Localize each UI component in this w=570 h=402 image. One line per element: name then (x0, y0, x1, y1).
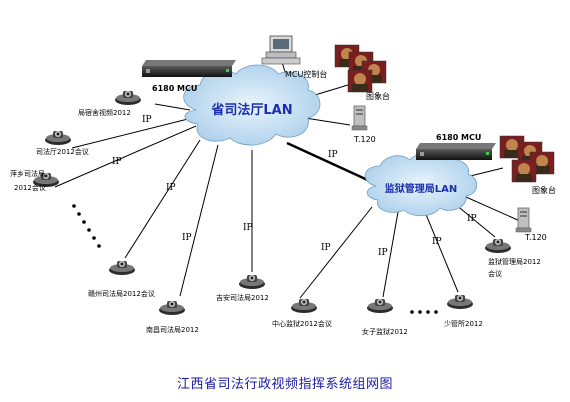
diagram-title: 江西省司法行政视频指挥系统组网图 (176, 377, 393, 392)
endpoint-10: 监狱管理局2012 会议 (485, 239, 541, 278)
cloud-provincial-label: 省司法厅LAN (210, 102, 292, 118)
ip-label-ep5: IP (182, 233, 192, 243)
image-station-prison-label: 图象台 (532, 185, 556, 195)
endpoint-7-label: 中心监狱2012会议 (272, 319, 332, 328)
image-station-main-label: 图象台 (366, 91, 390, 101)
endpoint-8-label: 女子监狱2012 (362, 327, 408, 336)
endpoint-9-label: 少管所2012 (444, 319, 483, 328)
ip-label-ep2: IP (112, 157, 122, 167)
link-t120-main (304, 117, 351, 126)
link-ep9 (424, 211, 459, 293)
mcu-main-label: 6180 MCU (152, 84, 197, 93)
endpoint-5-label: 南昌司法局2012 (146, 325, 199, 334)
endpoint-2: 司法厅2012会议 (36, 131, 89, 156)
cloud-prison-label: 监狱管理局LAN (385, 182, 457, 195)
ip-label-ep6: IP (243, 223, 253, 233)
ip-labels: IP IP IP IP IP IP IP IP IP IP (112, 115, 477, 258)
endpoint-5: 南昌司法局2012 (146, 301, 199, 334)
link-ep7 (299, 206, 373, 299)
ip-label-ep10: IP (467, 214, 477, 224)
endpoint-3-label-line1: 萍乡司法局 (10, 169, 45, 178)
t120-server-main (351, 105, 368, 131)
link-ep3 (54, 125, 197, 188)
cloud-provincial-lan: 省司法厅LAN (183, 64, 321, 146)
ellipsis-dots-right (410, 310, 438, 314)
t120-main-label: T.120 (353, 135, 376, 144)
control-station-icon (261, 35, 301, 65)
endpoint-6: 吉安司法局2012 (216, 275, 269, 302)
link-t120-prison (465, 196, 521, 222)
backbone-link (286, 141, 373, 184)
endpoint-1: 局宿舍视频2012 (78, 91, 141, 117)
endpoint-4-label: 赣州司法局2012会议 (88, 289, 155, 298)
link-ep4 (124, 139, 201, 259)
link-ep8 (382, 211, 399, 298)
ip-label-ep1: IP (142, 115, 152, 125)
link-ep1 (154, 103, 191, 111)
endpoint-3: 萍乡司法局 2012会议 (10, 169, 59, 192)
t120-server-prison (515, 207, 532, 233)
endpoint-3-label-line2: 2012会议 (14, 183, 46, 192)
ip-label-ep9: IP (432, 237, 442, 247)
ellipsis-dots-left (72, 204, 101, 248)
ip-label-backbone: IP (328, 150, 338, 160)
ip-label-ep8: IP (378, 248, 388, 258)
image-station-prison (499, 135, 555, 183)
image-station-main (334, 44, 387, 93)
mcu-device-prison (416, 143, 496, 160)
mcu-prison-label: 6180 MCU (436, 133, 481, 142)
endpoint-10-label-line2: 会议 (488, 269, 502, 278)
endpoint-10-label-line1: 监狱管理局2012 (488, 257, 541, 266)
link-ep5 (179, 144, 219, 297)
link-image-main (314, 84, 349, 96)
link-ep2 (71, 117, 193, 149)
endpoint-7: 中心监狱2012会议 (272, 299, 332, 328)
endpoint-1-label: 局宿舍视频2012 (78, 108, 131, 117)
endpoint-8: 女子监狱2012 (362, 299, 408, 336)
mcu-device-main (142, 60, 236, 77)
cloud-prison-lan: 监狱管理局LAN (364, 152, 478, 217)
control-station-label: MCU控制台 (285, 69, 327, 79)
ip-label-ep7: IP (321, 243, 331, 253)
link-ep10 (454, 203, 496, 238)
endpoint-2-label: 司法厅2012会议 (36, 147, 89, 156)
t120-prison-label: T.120 (524, 233, 547, 242)
endpoint-6-label: 吉安司法局2012 (216, 293, 269, 302)
ip-label-ep4: IP (166, 183, 176, 193)
endpoint-4: 赣州司法局2012会议 (88, 261, 155, 298)
endpoint-9: 少管所2012 (444, 295, 483, 328)
